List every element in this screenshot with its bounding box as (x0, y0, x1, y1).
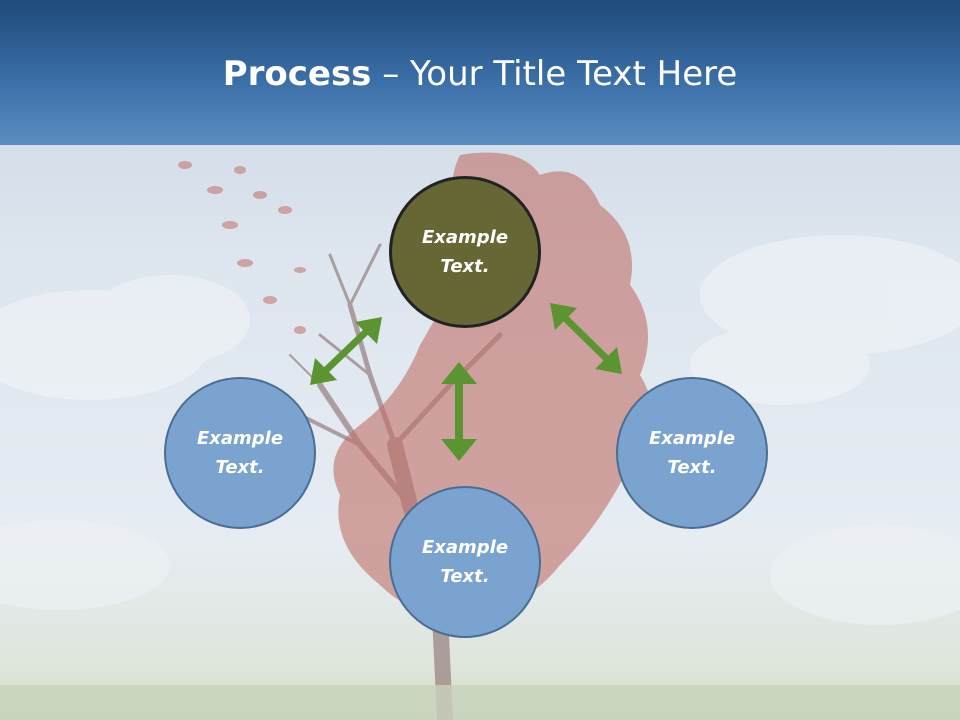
background-tree-image (0, 152, 960, 720)
double-arrow-diagonal-right-icon (550, 303, 622, 374)
title-bold: Process (222, 54, 372, 94)
title-rest: – Your Title Text Here (371, 54, 738, 94)
node-text-line2: Text. (667, 457, 717, 478)
node-text-line1: Example (421, 227, 509, 248)
slide-title[interactable]: Process – Your Title Text Here (0, 52, 960, 96)
node-text-line2: Text. (215, 457, 265, 478)
title-bar: Process – Your Title Text Here (0, 0, 960, 145)
node-text-line1: Example (196, 428, 284, 449)
process-node-right[interactable]: Example Text. (616, 377, 768, 529)
process-node-top[interactable]: Example Text. (389, 176, 541, 328)
process-node-bottom[interactable]: Example Text. (389, 486, 541, 638)
node-text-line2: Text. (440, 256, 490, 277)
node-text-line1: Example (648, 428, 736, 449)
double-arrow-vertical-icon (441, 362, 477, 461)
node-text-line2: Text. (440, 566, 490, 587)
double-arrow-diagonal-left-icon (310, 317, 382, 385)
node-text-line1: Example (421, 537, 509, 558)
process-node-left[interactable]: Example Text. (164, 377, 316, 529)
